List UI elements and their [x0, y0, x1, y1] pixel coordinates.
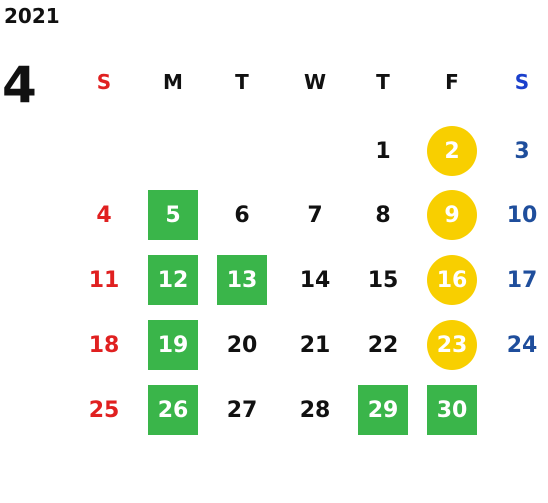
day-4: 4 [96, 202, 112, 228]
day-6: 6 [234, 202, 250, 228]
day-14: 14 [299, 267, 331, 293]
day-24: 24 [506, 332, 538, 358]
day-16: 16 [427, 255, 477, 305]
weekday-header-thu: T [376, 70, 390, 94]
day-21: 21 [299, 332, 331, 358]
day-17: 17 [506, 267, 538, 293]
year-label: 2021 [4, 4, 60, 28]
day-3: 3 [514, 138, 530, 164]
month-number: 4 [2, 56, 37, 114]
day-9: 9 [427, 190, 477, 240]
day-28: 28 [299, 397, 331, 423]
day-2: 2 [427, 126, 477, 176]
day-19: 19 [148, 320, 198, 370]
weekday-header-sun: S [96, 70, 112, 94]
day-23: 23 [427, 320, 477, 370]
weekday-header-wed: W [303, 70, 327, 94]
day-26: 26 [148, 385, 198, 435]
day-30: 30 [427, 385, 477, 435]
day-8: 8 [375, 202, 391, 228]
day-12: 12 [148, 255, 198, 305]
day-22: 22 [367, 332, 399, 358]
weekday-header-tue: T [235, 70, 249, 94]
weekday-header-sat: S [514, 70, 530, 94]
day-20: 20 [226, 332, 258, 358]
day-25: 25 [88, 397, 120, 423]
day-10: 10 [506, 202, 538, 228]
day-29: 29 [358, 385, 408, 435]
day-27: 27 [226, 397, 258, 423]
day-15: 15 [367, 267, 399, 293]
day-5: 5 [148, 190, 198, 240]
day-1: 1 [375, 138, 391, 164]
day-18: 18 [88, 332, 120, 358]
day-7: 7 [307, 202, 323, 228]
weekday-header-mon: M [163, 70, 183, 94]
day-11: 11 [88, 267, 120, 293]
weekday-header-fri: F [445, 70, 459, 94]
day-13: 13 [217, 255, 267, 305]
